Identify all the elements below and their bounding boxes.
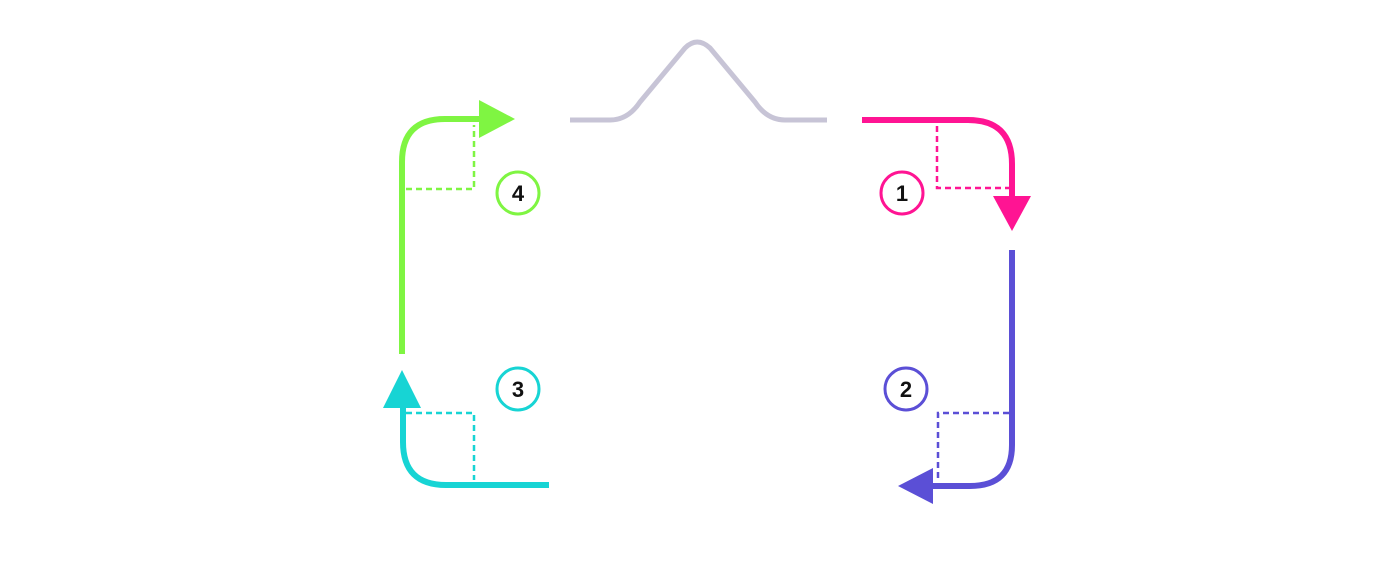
step-3-arrow: [383, 370, 549, 488]
step-3-line: [400, 404, 549, 488]
step-2-arrow: [898, 250, 1015, 504]
step-1-arrow: [862, 117, 1031, 231]
step-4-right-angle-marker: [406, 125, 476, 191]
step-4-circle: [495, 170, 541, 216]
step-3-right-angle-marker: [406, 411, 476, 480]
step-4-arrow: [399, 100, 515, 354]
step-3-circle: [495, 366, 541, 412]
step-1-arrowhead: [993, 196, 1031, 231]
step-1-right-angle-marker: [935, 126, 1009, 190]
bump-curve: [570, 39, 827, 123]
step-1-circle: [879, 170, 925, 216]
step-2-circle: [883, 366, 929, 412]
step-2-right-angle-marker: [936, 411, 1009, 480]
step-2-arrowhead: [898, 468, 933, 504]
step-1-badge: 1: [879, 170, 925, 216]
step-4-number: 4: [512, 181, 525, 206]
step-4-line: [399, 116, 482, 354]
step-3-number: 3: [512, 377, 524, 402]
step-4-badge: 4: [495, 170, 541, 216]
step-4-arrowhead: [479, 100, 515, 138]
step-2-badge: 2: [883, 366, 929, 412]
step-2-line: [930, 250, 1015, 489]
step-3-arrowhead: [383, 370, 421, 408]
step-3-badge: 3: [495, 366, 541, 412]
step-2-number: 2: [900, 377, 912, 402]
step-1-line: [862, 117, 1015, 198]
step-1-number: 1: [896, 181, 908, 206]
